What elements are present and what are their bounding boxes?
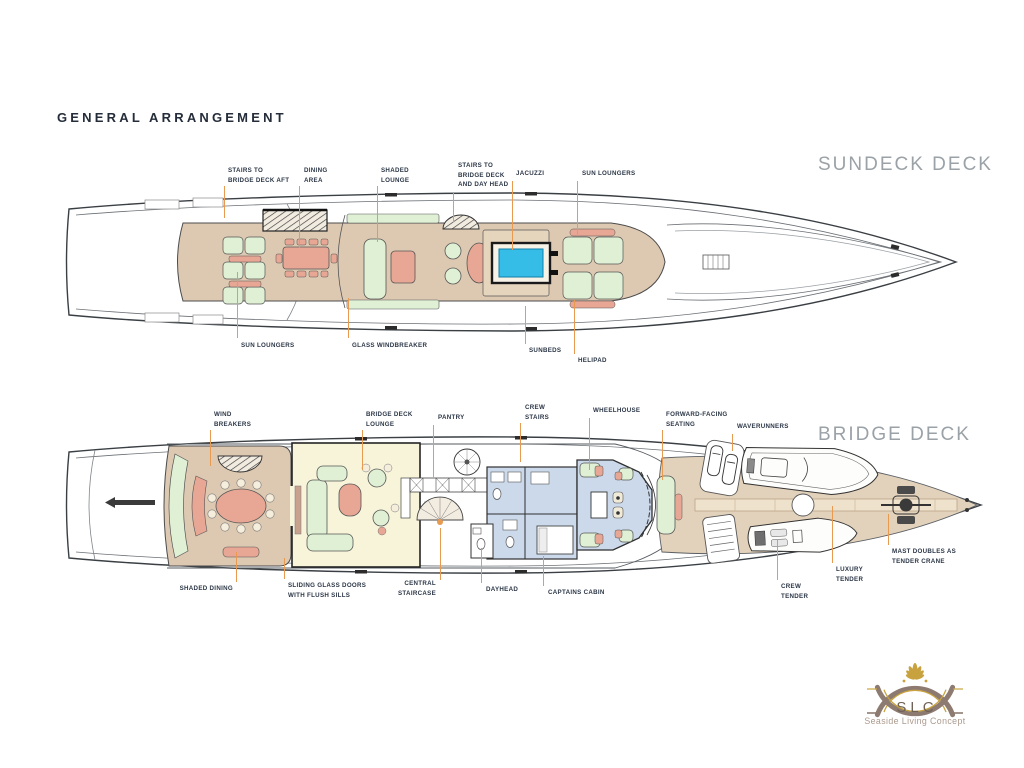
leader-waverunners bbox=[732, 434, 733, 451]
logo-abbr: SLC bbox=[896, 699, 937, 716]
leader-shaded-lounge bbox=[377, 186, 378, 242]
luxury-tender bbox=[741, 447, 879, 496]
leader-wind-breakers bbox=[210, 430, 211, 466]
stairs-to-bridge-deck-aft bbox=[262, 208, 328, 232]
label-sun-loungers-fwd: SUN LOUNGERS bbox=[582, 170, 636, 177]
boarding-ladder bbox=[702, 514, 740, 564]
logo-name: Seaside Living Concept bbox=[864, 716, 965, 726]
shaded-dining-deck bbox=[163, 445, 292, 567]
central-staircase bbox=[416, 496, 464, 525]
leader-luxury-tender bbox=[832, 506, 833, 563]
shaded-lounge bbox=[337, 213, 440, 310]
label-mast-doubles-as-tender-crane: MAST DOUBLES AS TENDER CRANE bbox=[892, 548, 957, 565]
label-central-staircase: CENTRAL STAIRCASE bbox=[398, 580, 436, 597]
sundeck-plan-drawing bbox=[65, 192, 959, 332]
logo-arcs bbox=[867, 684, 963, 718]
captains-cabin-area bbox=[470, 466, 578, 560]
leader-sunbeds bbox=[525, 306, 526, 344]
label-waverunners: WAVERUNNERS bbox=[737, 423, 789, 430]
leader-crew-stairs bbox=[520, 423, 521, 462]
leader-sun-loungers-aft bbox=[237, 272, 238, 338]
sundeck-deck-title: SUNDECK DECK bbox=[818, 154, 993, 175]
bridge-deck-lounge bbox=[290, 442, 421, 568]
leader-sun-loungers-fwd bbox=[577, 181, 578, 236]
label-glass-windbreaker: GLASS WINDBREAKER bbox=[352, 342, 428, 349]
label-wind-breakers: WIND BREAKERS bbox=[214, 411, 252, 428]
sunbeds bbox=[562, 228, 624, 309]
leader-helipad bbox=[574, 300, 575, 354]
leader-sliding-glass-doors bbox=[284, 558, 285, 579]
label-jacuzzi: JACUZZI bbox=[516, 170, 545, 177]
bridge-plan-drawing bbox=[65, 436, 984, 574]
waverunners bbox=[699, 439, 745, 497]
dining-table bbox=[275, 238, 338, 278]
label-shaded-dining: SHADED DINING bbox=[179, 585, 233, 592]
label-dayhead: DAYHEAD bbox=[486, 586, 519, 593]
leader-stairs-to-bridge-deck-and-day-head bbox=[453, 192, 454, 222]
sun-loungers-aft bbox=[222, 236, 266, 305]
leader-pantry bbox=[433, 425, 434, 478]
leader-wheelhouse bbox=[589, 418, 590, 470]
wheelhouse bbox=[576, 459, 656, 551]
label-sunbeds: SUNBEDS bbox=[529, 347, 562, 354]
leader-forward-facing-seating bbox=[662, 430, 663, 480]
leader-jacuzzi bbox=[512, 181, 513, 250]
spiral-stairs bbox=[442, 214, 480, 230]
leader-bridge-deck-lounge bbox=[362, 430, 363, 470]
forward-facing-seating bbox=[656, 475, 683, 535]
leader-stairs-to-bridge-deck-aft bbox=[224, 186, 225, 218]
crew-tender bbox=[747, 517, 858, 553]
leader-mast-doubles-as-tender-crane bbox=[888, 514, 889, 545]
leader-central-staircase bbox=[440, 528, 441, 580]
label-wheelhouse: WHEELHOUSE bbox=[593, 407, 641, 414]
label-luxury-tender: LUXURY TENDER bbox=[836, 566, 864, 583]
leader-dayhead bbox=[481, 548, 482, 583]
crew-stairs bbox=[453, 448, 481, 476]
palm-icon bbox=[902, 663, 928, 683]
label-captains-cabin: CAPTAINS CABIN bbox=[548, 589, 605, 596]
label-crew-tender: CREW TENDER bbox=[781, 583, 809, 600]
label-pantry: PANTRY bbox=[438, 414, 465, 421]
label-stairs-to-bridge-deck-and-day-head: STAIRS TO BRIDGE DECK AND DAY HEAD bbox=[458, 162, 509, 189]
label-dining-area: DINING AREA bbox=[304, 167, 328, 184]
label-crew-stairs: CREW STAIRS bbox=[525, 404, 550, 421]
label-stairs-to-bridge-deck-aft: STAIRS TO BRIDGE DECK AFT bbox=[228, 167, 290, 184]
label-forward-facing-seating: FORWARD-FACING SEATING bbox=[666, 411, 728, 428]
leader-captains-cabin bbox=[543, 556, 544, 586]
label-shaded-lounge: SHADED LOUNGE bbox=[381, 167, 410, 184]
leader-shaded-dining bbox=[236, 552, 237, 582]
leader-glass-windbreaker bbox=[348, 298, 349, 338]
mast bbox=[791, 486, 931, 524]
leader-dining-area bbox=[299, 186, 300, 248]
slc-logo: SLC Seaside Living Concept bbox=[864, 663, 965, 726]
leader-crew-tender bbox=[777, 540, 778, 580]
label-bridge-deck-lounge: BRIDGE DECK LOUNGE bbox=[366, 411, 413, 428]
page-title: GENERAL ARRANGEMENT bbox=[57, 110, 287, 125]
bridge-deck-title: BRIDGE DECK bbox=[818, 424, 971, 445]
label-helipad: HELIPAD bbox=[578, 357, 607, 364]
label-sliding-glass-doors: SLIDING GLASS DOORS WITH FLUSH SILLS bbox=[288, 582, 367, 599]
label-sun-loungers-aft: SUN LOUNGERS bbox=[241, 342, 295, 349]
jacuzzi bbox=[482, 229, 558, 297]
sundeck-bow-deck bbox=[666, 223, 943, 301]
